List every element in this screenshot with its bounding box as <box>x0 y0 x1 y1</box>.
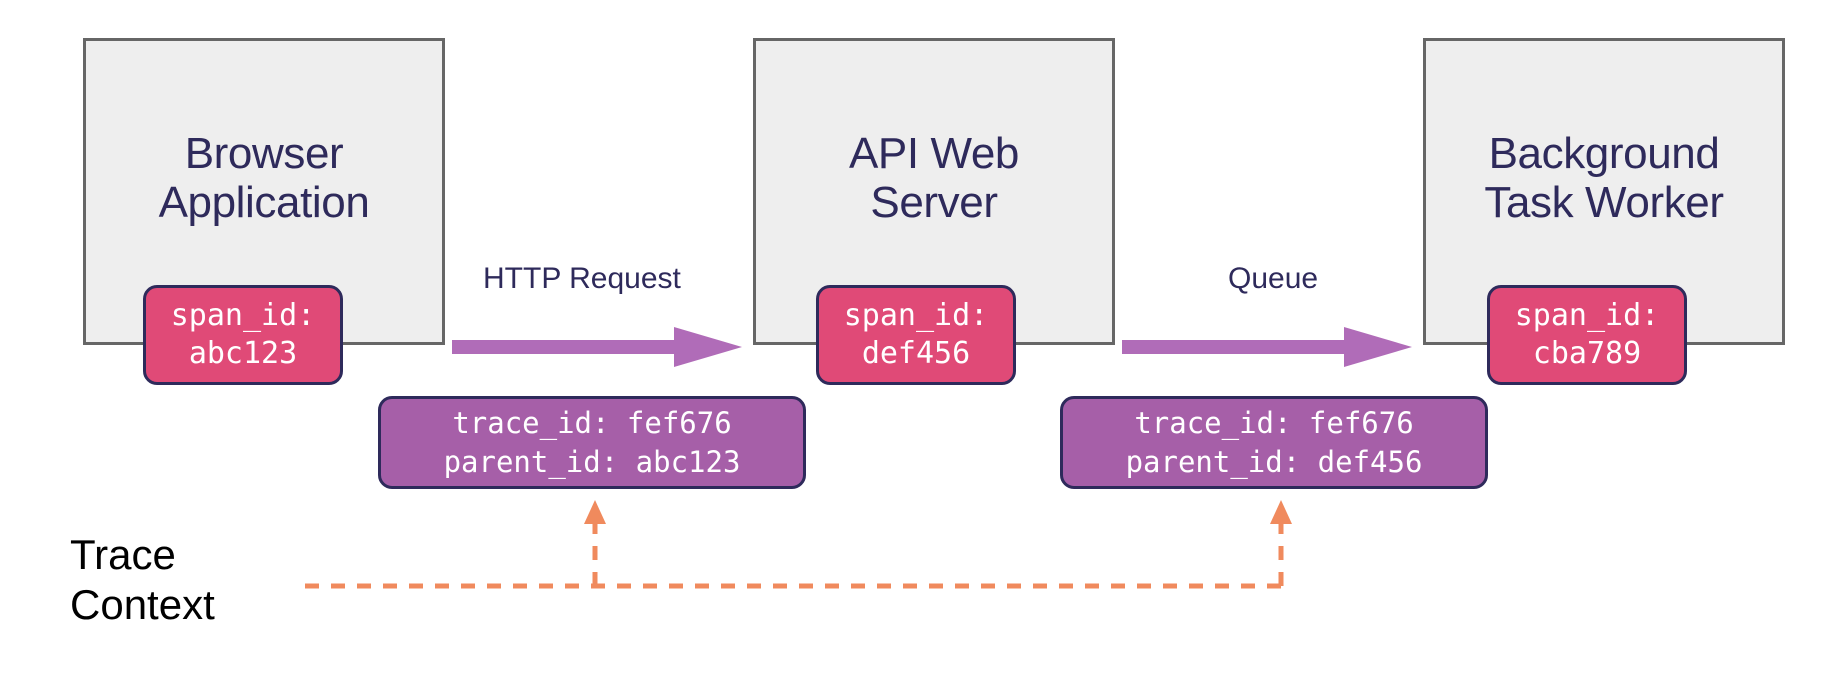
span-badge-label-background-task-worker: span_id: <box>1514 297 1660 333</box>
span-badge-background-task-worker: span_id: cba789 <box>1487 285 1687 385</box>
trace-bracket-arrowhead-right <box>1270 500 1292 524</box>
context-trace-id-http: trace_id: fef676 <box>452 406 732 441</box>
arrow-label-queue: Queue <box>1228 262 1319 295</box>
context-trace-id-queue: trace_id: fef676 <box>1134 406 1414 441</box>
span-badge-browser: span_id: abc123 <box>143 285 343 385</box>
trace-context-label: Trace Context <box>70 531 215 628</box>
span-badge-api-web-server: span_id: def456 <box>816 285 1016 385</box>
span-badge-label-browser: span_id: <box>170 297 316 333</box>
context-box-queue: trace_id: fef676 parent_id: def456 <box>1060 396 1488 489</box>
flow-arrow-http-request <box>452 327 742 367</box>
context-box-http: trace_id: fef676 parent_id: abc123 <box>378 396 806 489</box>
service-title-api-web-server: API Web Server <box>848 129 1020 228</box>
context-parent-id-http: parent_id: abc123 <box>443 444 741 479</box>
trace-bracket-arrowhead-left <box>584 500 606 524</box>
span-badge-value-background-task-worker: cba789 <box>1532 336 1642 371</box>
context-parent-id-queue: parent_id: def456 <box>1125 444 1423 479</box>
span-badge-label-api-web-server: span_id: <box>843 297 989 333</box>
arrow-label-http-request: HTTP Request <box>483 262 681 295</box>
span-badge-value-browser: abc123 <box>188 336 298 371</box>
span-badge-value-api-web-server: def456 <box>861 336 971 371</box>
service-title-browser: Browser Application <box>158 129 370 228</box>
service-title-background-task-worker: Background Task Worker <box>1484 129 1724 228</box>
flow-arrow-queue <box>1122 327 1412 367</box>
